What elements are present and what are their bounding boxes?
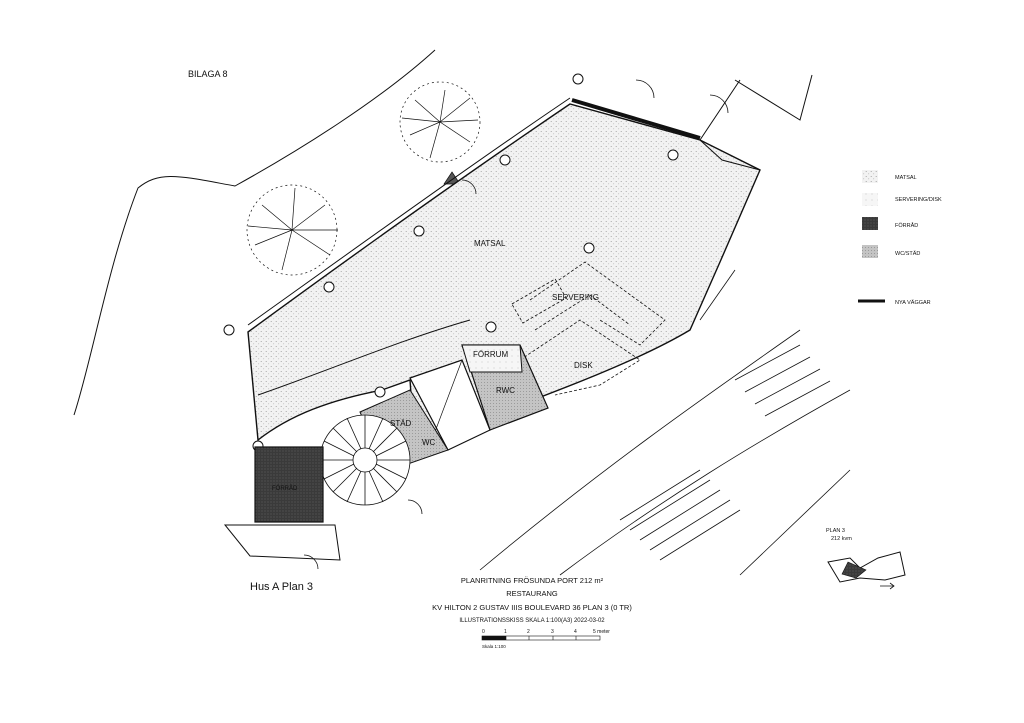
door-swings	[303, 79, 729, 570]
scale-tick: 2	[527, 629, 530, 635]
legend-label-walls: NYA VÄGGAR	[895, 299, 931, 306]
legend-swatch-forrad	[862, 217, 878, 230]
scale-tick: 3	[551, 629, 554, 635]
matsal-floor-area	[247, 103, 761, 452]
title-line-4: ILLUSTRATIONSSKISS SKALA 1:100(A3) 2022-…	[459, 618, 605, 624]
legend-swatch-wc	[862, 245, 878, 258]
legend-swatch-matsal	[862, 170, 878, 183]
exterior-stairs	[479, 269, 851, 576]
room-label-rwc: RWC	[496, 386, 515, 395]
room-label-servering: SERVERING	[552, 293, 599, 302]
scale-tick: 4	[574, 629, 577, 635]
keyplan-area-label: 212 kvm	[831, 536, 852, 542]
title-line-3: KV HILTON 2 GUSTAV IIIS BOULEVARD 36 PLA…	[432, 603, 632, 612]
spiral-stair	[319, 414, 411, 506]
scale-tick: 0	[482, 629, 485, 635]
legend-label-servering: SERVERING/DISK	[895, 197, 942, 203]
plan-title: Hus A Plan 3	[250, 581, 313, 593]
legend-label-wc: WC/STÄD	[895, 250, 920, 257]
scale-caption: Skala 1:100	[482, 644, 506, 649]
new-wall	[571, 98, 701, 140]
room-label-stad: STÄD	[390, 419, 412, 428]
title-line-1: PLANRITNING FRÖSUNDA PORT 212 m²	[461, 576, 604, 585]
title-line-2: RESTAURANG	[506, 589, 558, 598]
north-arrow-icon	[880, 582, 895, 590]
scale-bar: 0 1 2 3 4 5 meter Skala 1:100	[481, 629, 610, 649]
room-label-disk: DISK	[574, 361, 593, 370]
room-label-forrad: FÖRRÅD	[272, 485, 298, 492]
legend-label-matsal: MATSAL	[895, 175, 917, 181]
legend-swatch-servering	[862, 193, 878, 206]
facade-wall	[257, 319, 471, 396]
servering-counter-layout	[511, 261, 666, 396]
room-label-matsal: MATSAL	[474, 239, 506, 248]
room-label-wc: WC	[422, 438, 436, 447]
appendix-label: BILAGA 8	[188, 69, 228, 79]
scale-tick: 1	[504, 629, 507, 635]
forrad-storage	[254, 446, 324, 523]
facade-wall	[247, 97, 571, 326]
key-plan: PLAN 3 212 kvm	[826, 528, 906, 590]
tree-symbol	[399, 81, 481, 185]
legend-label-forrad: FÖRRÅD	[895, 222, 918, 229]
terrain-contour	[73, 49, 436, 416]
room-label-forrum: FÖRRUM	[473, 350, 508, 359]
legend: MATSAL SERVERING/DISK FÖRRÅD WC/STÄD NYA…	[858, 170, 942, 306]
scale-tick: 5 meter	[593, 629, 610, 635]
keyplan-plan-label: PLAN 3	[826, 528, 845, 534]
tree-symbol	[246, 184, 338, 276]
